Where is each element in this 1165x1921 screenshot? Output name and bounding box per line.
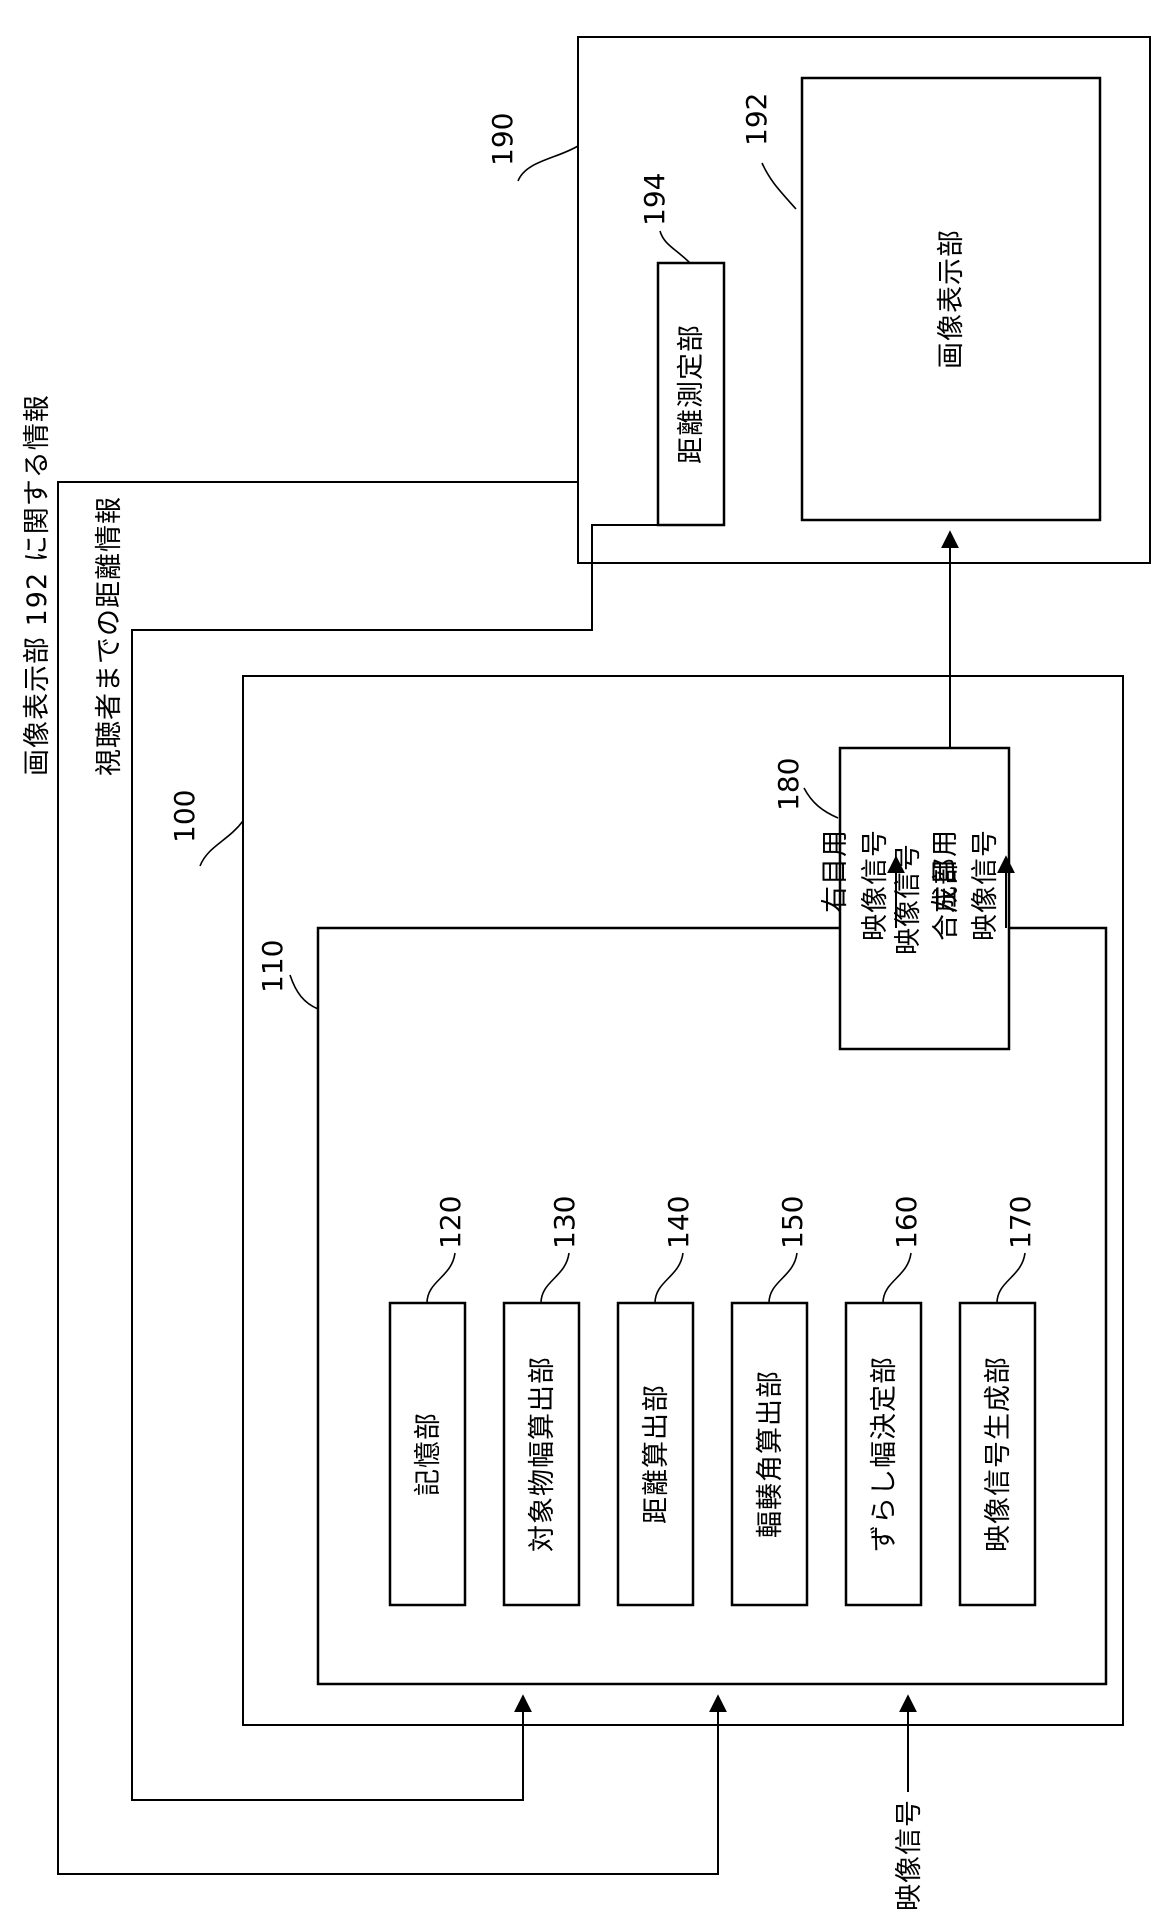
label-160: ずらし幅決定部 [869,1356,900,1552]
signal-right-line1: 右目用 [820,829,851,913]
leader-194 [660,231,690,263]
ref-110: 110 [256,940,289,993]
signal-right-line2: 映像信号 [860,829,891,941]
leader-190 [518,146,578,181]
ref-190: 190 [486,113,519,166]
label-150: 輻輳角算出部 [755,1370,786,1538]
ref-130: 130 [548,1196,581,1249]
signal-left-line1: 左目用 [930,829,961,913]
label-170: 映像信号生成部 [983,1356,1014,1552]
ref-170: 170 [1004,1196,1037,1249]
distance-info-label: 視聴者までの距離情報 [94,496,125,776]
label-180-line1: 映像信号 [893,843,924,955]
label-194: 距離測定部 [676,324,707,464]
label-130: 対象物幅算出部 [527,1356,558,1552]
ref-100: 100 [168,790,201,843]
ref-194: 194 [638,173,671,226]
ref-180: 180 [772,758,805,811]
signal-left-line2: 映像信号 [970,829,1001,941]
ref-150: 150 [776,1196,809,1249]
leader-110 [290,975,318,1009]
rotated-drawing: 画像表示部 192 に関する情報 視聴者までの距離情報 190 距離測定部 19… [22,37,1150,1911]
leader-192 [762,163,796,209]
ref-160: 160 [890,1196,923,1249]
display-info-label: 画像表示部 192 に関する情報 [22,394,53,776]
ref-120: 120 [434,1196,467,1249]
leader-180 [804,788,838,818]
ref-140: 140 [662,1196,695,1249]
label-140: 距離算出部 [641,1384,672,1524]
label-192: 画像表示部 [936,229,967,369]
label-120: 記憶部 [413,1412,444,1496]
ref-192: 192 [740,93,773,146]
leader-100 [200,821,243,866]
input-signal-label: 映像信号 [894,1799,925,1911]
